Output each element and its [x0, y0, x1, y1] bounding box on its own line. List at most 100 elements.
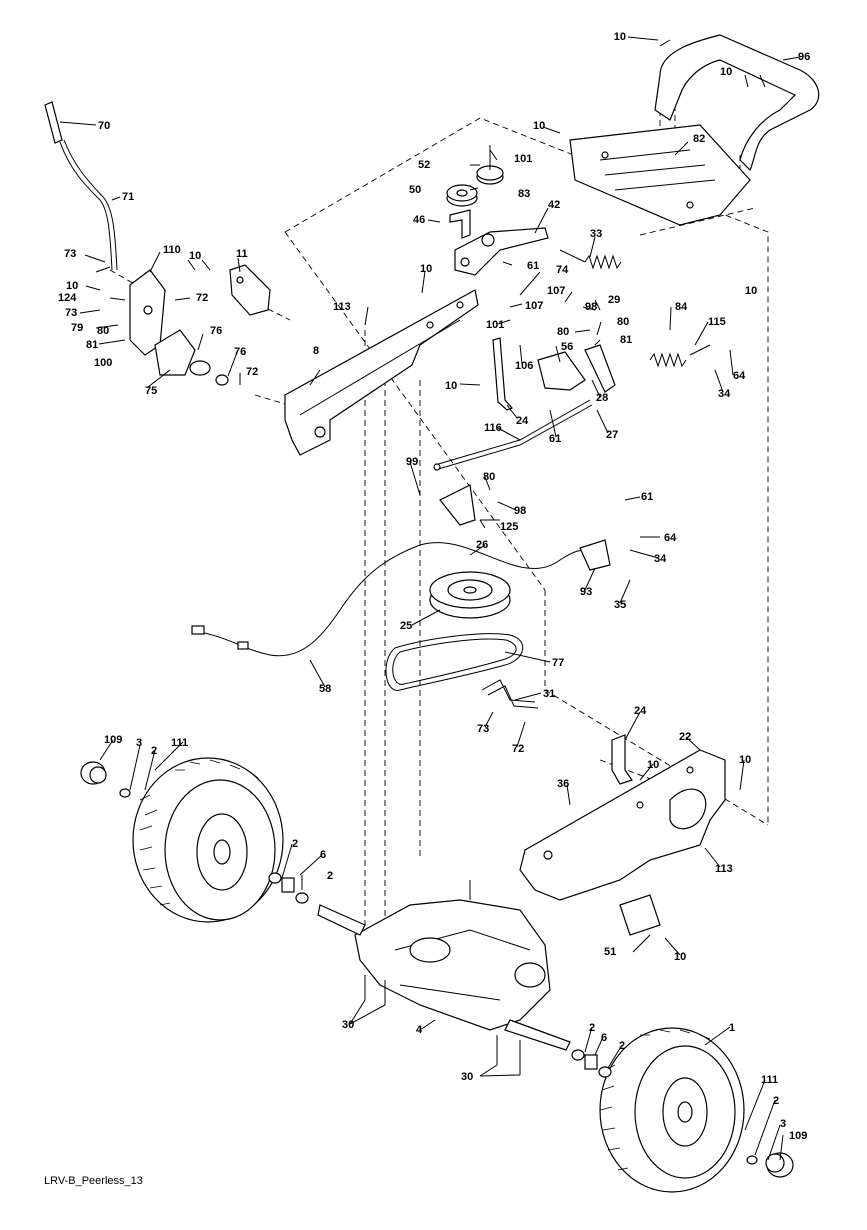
- spring-115: [649, 344, 711, 368]
- callout-111: 111: [171, 737, 188, 749]
- callout-72: 72: [512, 743, 524, 755]
- callout-6: 6: [601, 1032, 607, 1044]
- callout-3: 3: [780, 1118, 786, 1130]
- bracket-93: [579, 539, 611, 571]
- cable-58: [191, 542, 591, 657]
- bracket-56: [537, 351, 586, 391]
- frame-plate-8: [284, 289, 479, 456]
- callout-31: 31: [543, 688, 555, 700]
- washers-left: [119, 788, 309, 904]
- callout-58: 58: [319, 683, 331, 695]
- callout-71: 71: [122, 191, 134, 203]
- callout-76: 76: [234, 346, 246, 358]
- idler-arm-42: [454, 227, 549, 276]
- callout-106: 106: [515, 360, 533, 372]
- callout-10: 10: [189, 250, 201, 262]
- callout-113: 113: [333, 301, 351, 313]
- callout-30: 30: [461, 1071, 473, 1083]
- callout-51: 51: [604, 946, 616, 958]
- callout-77: 77: [552, 657, 564, 669]
- callout-10: 10: [445, 380, 457, 392]
- callout-72: 72: [196, 292, 208, 304]
- bracket-11: [229, 264, 271, 316]
- callout-24: 24: [516, 415, 529, 427]
- callout-29: 29: [608, 294, 620, 306]
- callout-10: 10: [66, 280, 78, 292]
- callout-98: 98: [514, 505, 526, 517]
- callout-100: 100: [94, 357, 112, 369]
- callout-93: 93: [580, 586, 592, 598]
- handle-bar-96: [654, 34, 820, 172]
- callout-111: 111: [761, 1074, 778, 1086]
- callout-10: 10: [739, 754, 751, 766]
- callout-82: 82: [693, 133, 705, 145]
- callout-2: 2: [327, 870, 333, 882]
- callout-2: 2: [151, 745, 157, 757]
- callout-34: 34: [718, 388, 731, 400]
- callout-27: 27: [606, 429, 618, 441]
- callout-2: 2: [773, 1095, 779, 1107]
- callout-46: 46: [413, 214, 425, 226]
- callout-110: 110: [163, 244, 181, 256]
- callout-73: 73: [477, 723, 489, 735]
- callout-115: 115: [708, 316, 726, 328]
- callout-74: 74: [556, 264, 569, 276]
- callout-2: 2: [292, 838, 298, 850]
- callout-80: 80: [483, 471, 495, 483]
- diagram-reference-label: LRV-B_Peerless_13: [44, 1175, 143, 1187]
- callout-113: 113: [715, 863, 733, 875]
- washers-right: [571, 1049, 758, 1165]
- callout-1: 1: [729, 1022, 735, 1034]
- bracket-51: [619, 894, 661, 936]
- callout-99: 99: [406, 456, 418, 468]
- callout-2: 2: [619, 1040, 625, 1052]
- callout-3: 3: [136, 737, 142, 749]
- callout-52: 52: [418, 159, 430, 171]
- callout-75: 75: [145, 385, 157, 397]
- bracket-28: [584, 344, 616, 393]
- callout-10: 10: [745, 285, 757, 297]
- wheel-right: [599, 1027, 745, 1193]
- callout-10: 10: [420, 263, 432, 275]
- bracket-46: [449, 209, 471, 239]
- bolts-30: [364, 975, 521, 1075]
- bracket-125: [439, 484, 476, 526]
- callout-96: 96: [798, 51, 810, 63]
- shift-lever-71: [44, 101, 118, 271]
- callout-107: 107: [525, 300, 543, 312]
- callout-6: 6: [320, 849, 326, 861]
- callout-42: 42: [548, 199, 560, 211]
- callout-76: 76: [210, 325, 222, 337]
- callout-36: 36: [557, 778, 569, 790]
- bracket-31: [481, 679, 539, 709]
- callout-25: 25: [400, 620, 412, 632]
- callout-80: 80: [617, 316, 629, 328]
- plate-24-lower: [611, 734, 633, 785]
- callout-30: 30: [342, 1019, 354, 1031]
- callout-125: 125: [500, 521, 518, 533]
- callout-61: 61: [641, 491, 653, 503]
- callout-124: 124: [58, 292, 77, 304]
- callout-84: 84: [675, 301, 688, 313]
- callout-72: 72: [246, 366, 258, 378]
- callout-10: 10: [614, 31, 626, 43]
- callout-24: 24: [634, 705, 647, 717]
- hub-cap-109-right: [765, 1152, 794, 1178]
- transaxle-4: [317, 880, 571, 1051]
- callout-28: 28: [596, 392, 608, 404]
- pulley-83: [476, 145, 504, 185]
- callout-98: 98: [585, 301, 597, 313]
- callout-109: 109: [789, 1130, 807, 1142]
- callout-11: 11: [236, 248, 248, 260]
- callout-10: 10: [720, 66, 732, 78]
- bracket-75: [154, 329, 229, 386]
- seat-pan-82: [569, 124, 751, 226]
- callout-81: 81: [620, 334, 632, 346]
- callout-79: 79: [71, 322, 83, 334]
- callout-70: 70: [98, 120, 110, 132]
- callout-56: 56: [561, 341, 573, 353]
- callout-26: 26: [476, 539, 488, 551]
- callout-35: 35: [614, 599, 626, 611]
- callout-labels: 10 96 10 10 82 52 101 50 83 46 42 33 10 …: [58, 31, 810, 1142]
- callout-4: 4: [416, 1024, 423, 1036]
